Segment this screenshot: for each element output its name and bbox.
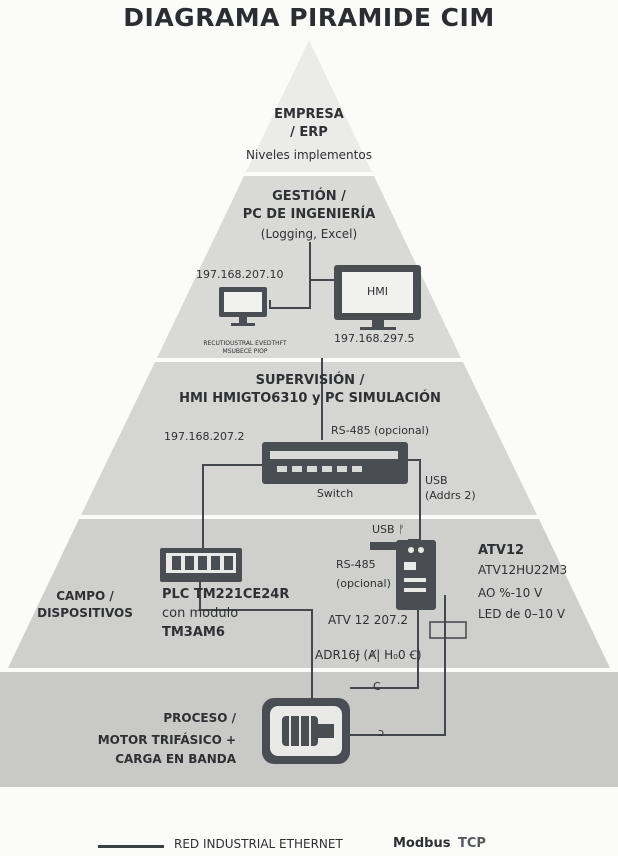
- legend-protocol-label: Modbus: [393, 836, 451, 851]
- plc-module-text: con modulo: [162, 606, 239, 621]
- pyramid-level-campo: [8, 519, 610, 668]
- plc-expansion-label: TM3AM6: [162, 625, 225, 640]
- empresa-title: EMPRESA: [274, 107, 344, 122]
- proceso-title: PROCESO /: [163, 711, 236, 725]
- usb-label: USB: [425, 474, 448, 487]
- gestion-title: GESTIÓN /: [272, 189, 346, 204]
- switch-label: Switch: [316, 487, 354, 500]
- cable-switch-plc: [202, 464, 268, 548]
- supervision-subtitle: HMI HMIGTO6310 y PC SIMULACIÓN: [179, 391, 441, 406]
- campo-rs485-label: RS-485: [336, 558, 376, 571]
- cable-plc-motor: [199, 580, 313, 698]
- pyramid-level-empresa: [246, 40, 372, 172]
- adr-label: ADR16Ɉ (Ⱥ| H₀0 Ꞓ): [315, 648, 422, 662]
- atv12-drive-icon: [370, 540, 436, 610]
- wire-marker-reversed-c: ↄ: [378, 726, 385, 739]
- usb-address-label: (Addrs 2): [425, 489, 476, 502]
- legend-ethernet-line: [98, 845, 164, 848]
- atv-model-label: ATV12HU22M3: [478, 563, 568, 577]
- proceso-motor-label: MOTOR TRIFÁSICO +: [97, 733, 236, 747]
- diagram-title: DIAGRAMA PIRAMIDE CIM: [123, 3, 495, 32]
- campo-subtitle: DISPOSITIVOS: [37, 606, 133, 620]
- three-phase-motor-icon: [262, 698, 350, 764]
- usb-port-label: USB ᚠ: [372, 523, 405, 536]
- wire-marker-c: C: [373, 680, 381, 693]
- pyramid-level-supervision: [81, 362, 537, 515]
- cable-atv-motor-2: [350, 595, 446, 736]
- atv-led-label: LED de 0–10 V: [478, 607, 566, 621]
- proceso-load-label: CARGA EN BANDA: [115, 752, 236, 766]
- plc-model-label: PLC TM221CE24R: [162, 587, 290, 602]
- pc-monitor-icon: [219, 287, 267, 326]
- gestion-note: (Logging, Excel): [260, 227, 358, 241]
- network-switch-icon: [262, 442, 408, 484]
- atv-ip-label: ATV 12 207.2: [328, 613, 409, 627]
- cable-atv-motor-1: [350, 610, 419, 689]
- hmi-screen-label: HMI: [366, 285, 388, 298]
- atv-analog-output-label: AO %-10 V: [478, 586, 543, 600]
- empresa-note: Niveles implementos: [246, 148, 372, 162]
- campo-title: CAMPO /: [56, 589, 114, 603]
- campo-rs485-optional: (opcional): [336, 577, 391, 590]
- rs485-optional-label: RS-485 (opcional): [331, 424, 429, 437]
- empresa-subtitle: / ERP: [290, 125, 328, 140]
- legend-network-label: RED INDUSTRIAL ETHERNET: [174, 837, 343, 851]
- plc-module-icon: [160, 548, 242, 582]
- terminal-block: [429, 621, 467, 639]
- supervision-title: SUPERVISIÓN /: [255, 373, 365, 388]
- pc-caption-line1: RECUTIOUSTRAL EVEDTHFT: [203, 340, 287, 347]
- supervision-ip-label: 197.168.207.2: [164, 430, 245, 443]
- pc-caption-line2: MSUBECE PIOP: [222, 348, 268, 355]
- hmi-ip-label: 197.168.297.5: [334, 332, 415, 345]
- atv-title: ATV12: [478, 543, 525, 558]
- legend-protocol-suffix: TCP: [458, 836, 486, 851]
- hmi-screen-icon: [334, 265, 421, 330]
- gestion-subtitle: PC DE INGENIERÍA: [242, 207, 376, 222]
- pc-ip-label: 197.168.207.10: [196, 268, 284, 281]
